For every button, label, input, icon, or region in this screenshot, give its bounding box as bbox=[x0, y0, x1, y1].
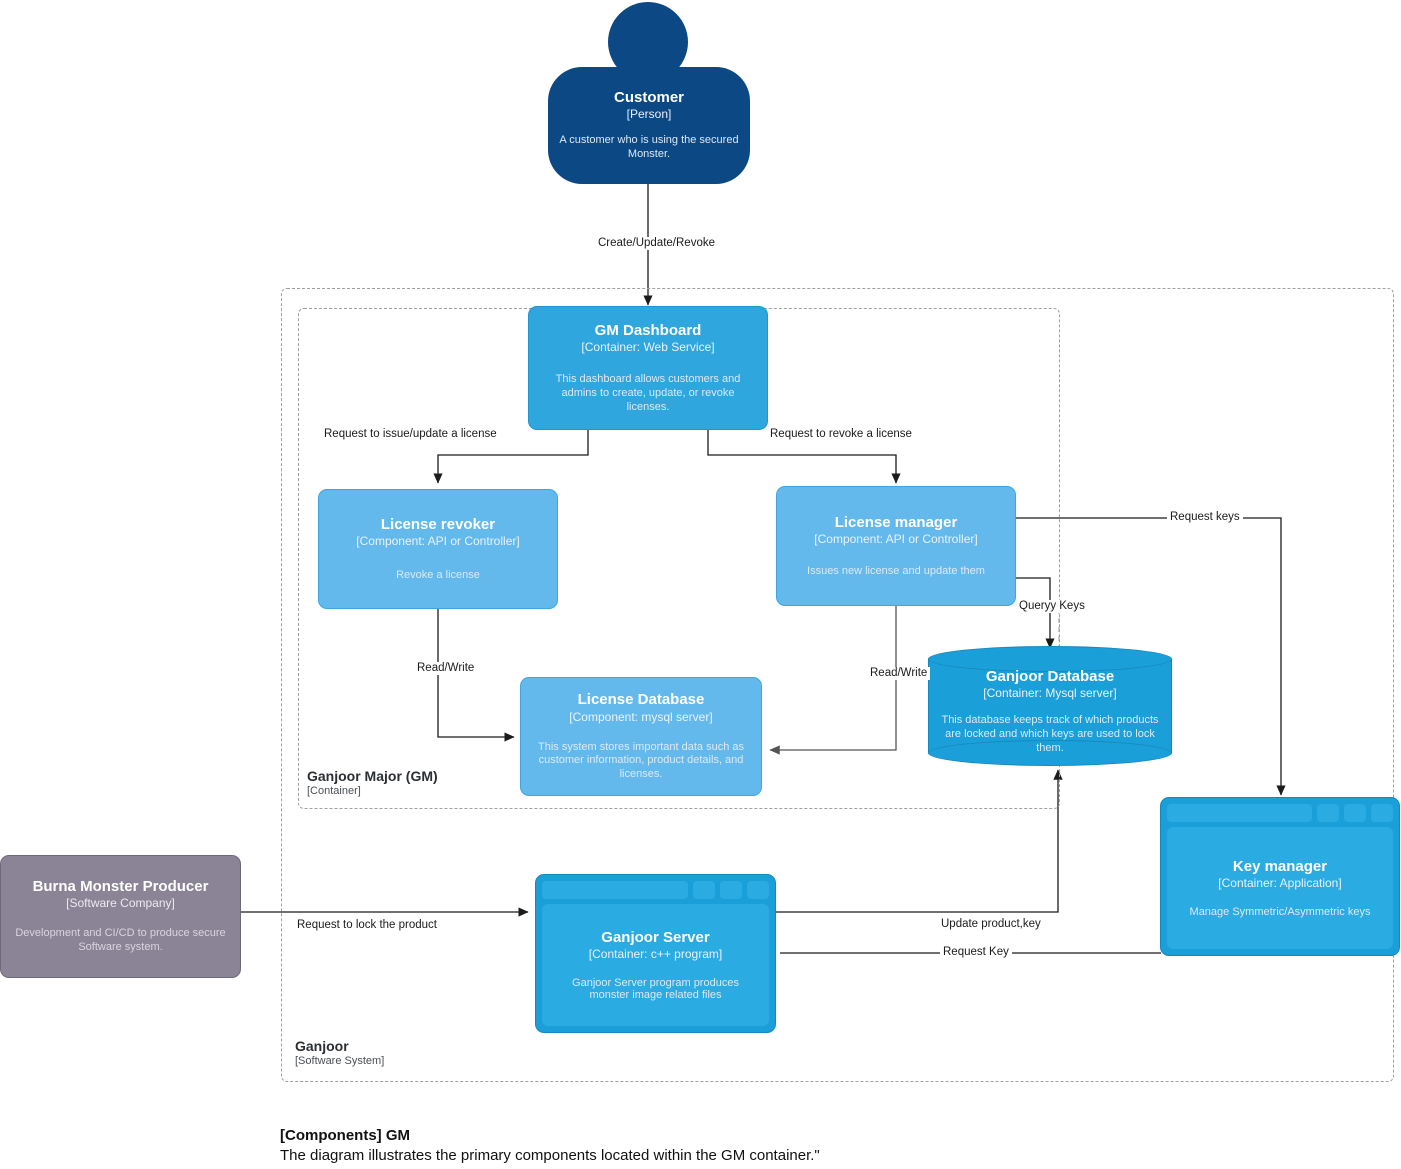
window-control-1-icon bbox=[1317, 804, 1339, 822]
license-revoker-title: License revoker bbox=[380, 515, 496, 533]
ganjoor-database-subtitle: [Container: Mysql server] bbox=[983, 686, 1117, 701]
edge-label-request-revoke: Request to revoke a license bbox=[767, 428, 915, 441]
boundary-ganjoor-title: Ganjoor bbox=[295, 1038, 349, 1054]
ganjoor-database-description: This database keeps track of which produ… bbox=[941, 714, 1159, 754]
ganjoor-server-subtitle: [Container: c++ program] bbox=[588, 947, 723, 961]
node-gm-dashboard[interactable]: GM Dashboard [Container: Web Service] Th… bbox=[528, 306, 768, 430]
caption-title: [Components] GM bbox=[280, 1127, 410, 1144]
ganjoor-server-title: Ganjoor Server bbox=[601, 929, 710, 946]
ganjoor-server-body: Ganjoor Server [Container: c++ program] … bbox=[542, 904, 769, 1026]
burna-subtitle: [Software Company] bbox=[66, 896, 175, 911]
node-license-manager[interactable]: License manager [Component: API or Contr… bbox=[776, 486, 1016, 606]
edge-label-request-issue-update: Request to issue/update a license bbox=[321, 428, 500, 441]
node-burna-monster-producer[interactable]: Burna Monster Producer [Software Company… bbox=[0, 855, 241, 978]
node-license-revoker[interactable]: License revoker [Component: API or Contr… bbox=[318, 489, 558, 609]
node-ganjoor-server[interactable]: Ganjoor Server [Container: c++ program] … bbox=[535, 874, 776, 1033]
boundary-gm-subtitle: [Container] bbox=[307, 784, 361, 797]
license-database-description: This system stores important data such a… bbox=[537, 740, 745, 781]
cylinder-body-shape bbox=[928, 659, 1172, 753]
boundary-gm-label: Ganjoor Major (GM) [Container] bbox=[307, 768, 567, 798]
license-database-title: License Database bbox=[577, 691, 705, 709]
node-customer[interactable]: Customer [Person] A customer who is usin… bbox=[548, 2, 750, 184]
key-manager-body: Key manager [Container: Application] Man… bbox=[1167, 827, 1393, 949]
boundary-gm-title: Ganjoor Major (GM) bbox=[307, 768, 438, 784]
edge-label-request-keys: Request keys bbox=[1167, 511, 1243, 524]
cylinder-bottom-shape bbox=[928, 740, 1172, 766]
ganjoor-database-text: Ganjoor Database [Container: Mysql serve… bbox=[928, 664, 1172, 760]
gm-dashboard-description: This dashboard allows customers and admi… bbox=[555, 373, 741, 413]
window-control-3-icon bbox=[747, 881, 769, 899]
node-license-database[interactable]: License Database [Component: mysql serve… bbox=[520, 677, 762, 796]
edge-label-update-product-key: Update product,key bbox=[938, 918, 1044, 931]
customer-title: Customer bbox=[613, 89, 684, 107]
burna-description: Development and CI/CD to produce secure … bbox=[15, 927, 226, 954]
ganjoor-server-titlebar bbox=[542, 881, 769, 899]
license-manager-subtitle: [Component: API or Controller] bbox=[814, 531, 978, 546]
license-revoker-subtitle: [Component: API or Controller] bbox=[356, 533, 520, 548]
caption-body: The diagram illustrates the primary comp… bbox=[280, 1147, 820, 1165]
ganjoor-database-title: Ganjoor Database bbox=[985, 668, 1115, 686]
gm-dashboard-title: GM Dashboard bbox=[594, 321, 702, 339]
burna-title: Burna Monster Producer bbox=[32, 878, 209, 896]
license-manager-title: License manager bbox=[834, 513, 958, 531]
key-manager-title: Key manager bbox=[1232, 858, 1328, 875]
cylinder-top-shape bbox=[928, 646, 1172, 672]
key-manager-subtitle: [Container: Application] bbox=[1218, 876, 1342, 890]
window-control-2-icon bbox=[720, 881, 742, 899]
edge-label-readwrite-right: Read/Write bbox=[867, 667, 931, 680]
edge-label-request-key: Request Key bbox=[940, 946, 1012, 959]
edge-label-query-keys: Queryy Keys bbox=[1016, 600, 1088, 613]
node-ganjoor-database[interactable]: Ganjoor Database [Container: Mysql serve… bbox=[928, 646, 1172, 766]
caption: [Components] GM The diagram illustrates … bbox=[280, 1126, 1280, 1167]
customer-body: Customer [Person] A customer who is usin… bbox=[548, 67, 750, 184]
window-bar-icon bbox=[1167, 804, 1312, 822]
gm-dashboard-subtitle: [Container: Web Service] bbox=[581, 340, 715, 354]
edge-label-create-update-revoke: Create/Update/Revoke bbox=[595, 237, 718, 250]
window-bar-icon bbox=[542, 881, 688, 899]
key-manager-titlebar bbox=[1167, 804, 1393, 822]
customer-description: A customer who is using the secured Mons… bbox=[559, 134, 739, 161]
edge-label-readwrite-left: Read/Write bbox=[414, 662, 478, 675]
edge-label-request-lock-product: Request to lock the product bbox=[294, 919, 440, 932]
license-manager-description: Issues new license and update them bbox=[807, 564, 985, 577]
boundary-ganjoor-subtitle: [Software System] bbox=[295, 1054, 385, 1067]
key-manager-description: Manage Symmetric/Asymmetric keys bbox=[1189, 906, 1371, 918]
license-revoker-description: Revoke a license bbox=[396, 568, 480, 581]
ganjoor-server-description: Ganjoor Server program produces monster … bbox=[572, 977, 739, 1001]
node-key-manager[interactable]: Key manager [Container: Application] Man… bbox=[1160, 797, 1400, 956]
window-control-2-icon bbox=[1344, 804, 1366, 822]
license-database-subtitle: [Component: mysql server] bbox=[569, 709, 713, 724]
window-control-1-icon bbox=[693, 881, 715, 899]
window-control-3-icon bbox=[1371, 804, 1393, 822]
customer-subtitle: [Person] bbox=[626, 107, 672, 122]
boundary-ganjoor bbox=[281, 288, 1394, 1082]
boundary-ganjoor-label: Ganjoor [Software System] bbox=[295, 1038, 555, 1068]
